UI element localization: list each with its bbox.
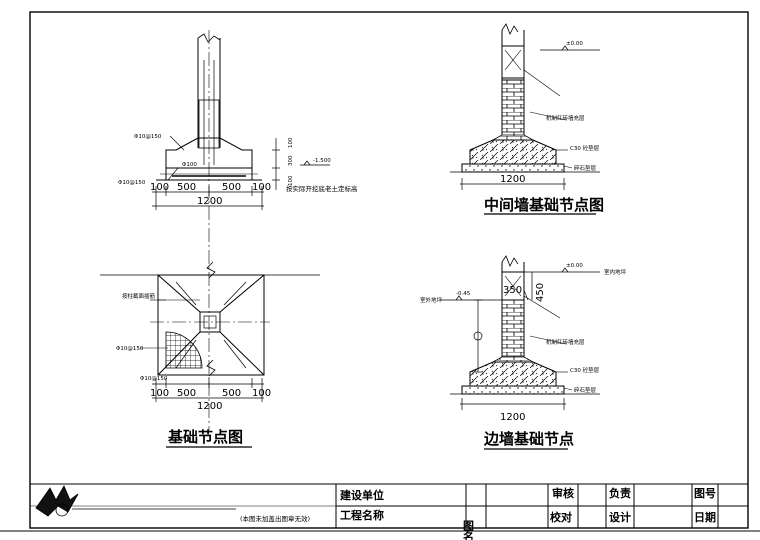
footing-plan-dim-3: 500	[222, 388, 241, 399]
edge-wall-indoor-label: 室内地坪	[604, 268, 627, 276]
title-block-project-name: 工程名称	[340, 508, 384, 522]
footing-section-vdim-3: 100	[288, 175, 294, 186]
title-block-review: 审核	[552, 486, 574, 500]
footing-plan-title: 基础节点图	[167, 428, 243, 446]
footing-plan-dim-2: 500	[177, 388, 196, 399]
footing-section-total: 1200	[197, 196, 222, 207]
middle-wall-gravel-label: 碎石垫层	[574, 164, 597, 172]
title-block-check: 校对	[550, 510, 572, 524]
footing-plan-rebar-2: Φ10@150	[140, 376, 168, 382]
title-block-build-unit: 建设单位	[340, 488, 384, 502]
footing-section-dim-4: 100	[252, 182, 271, 193]
footing-section-rebar-top: Φ10@150	[134, 134, 162, 140]
footing-plan-dim-4: 100	[252, 388, 271, 399]
title-block-responsible: 负责	[609, 486, 631, 500]
edge-wall-outdoor-label: 室外地坪	[420, 296, 443, 304]
footing-plan-drawing	[100, 261, 320, 448]
middle-wall-concrete-label: C30 砼垫层	[570, 144, 600, 152]
outer-border	[29, 11, 749, 529]
edge-wall-total: 1200	[500, 412, 525, 423]
footing-section-drawing	[152, 30, 330, 430]
edge-wall-gravel-label: 碎石垫层	[574, 386, 597, 394]
edge-wall-drawing	[440, 255, 600, 450]
edge-wall-dim-width: 350	[503, 285, 522, 296]
middle-wall-title: 中间墙基础节点图	[484, 196, 604, 214]
middle-wall-drawing	[450, 23, 600, 215]
edge-wall-outdoor-elevation: -0.45	[456, 291, 471, 297]
footing-plan-total: 1200	[197, 401, 222, 412]
footing-plan-dim-1: 100	[150, 388, 169, 399]
middle-wall-total: 1200	[500, 174, 525, 185]
middle-wall-wall-label: 机制红砖墙充层	[546, 114, 585, 122]
footing-plan-col-label: 按柱截面插筋	[122, 292, 156, 300]
title-block-drawing-no: 图号	[694, 487, 716, 500]
edge-wall-wall-label: 机制红砖墙充层	[546, 338, 585, 346]
footing-section-vdim-2: 300	[288, 155, 294, 166]
footing-section-vdim-1: 100	[288, 137, 294, 148]
footing-section-bar-dia: Φ100	[182, 162, 197, 168]
footing-section-elevation: -1.500	[313, 158, 331, 164]
title-block-note: (本图未加盖出图章无效)	[240, 514, 310, 523]
title-block-design: 设计	[609, 510, 631, 524]
footing-plan-rebar: Φ10@150	[116, 346, 144, 352]
edge-wall-concrete-label: C30 砼垫层	[570, 366, 600, 374]
title-block-date: 日期	[694, 510, 716, 524]
title-block	[30, 483, 748, 528]
footing-section-dim-2: 500	[177, 182, 196, 193]
footing-section-dim-3: 500	[222, 182, 241, 193]
footing-section-dim-1: 100	[150, 182, 169, 193]
edge-wall-elevation: ±0.00	[566, 263, 583, 269]
middle-wall-elevation: ±0.00	[566, 41, 583, 47]
title-block-drawing-name: 图名	[462, 520, 475, 540]
footing-section-rebar-side: Φ10@150	[118, 180, 146, 186]
company-logo	[35, 485, 236, 517]
edge-wall-dim-height: 450	[535, 283, 546, 302]
edge-wall-title: 边墙基础节点	[483, 430, 574, 448]
footing-section-note: 按实际开挖底老土定标高	[286, 184, 358, 193]
